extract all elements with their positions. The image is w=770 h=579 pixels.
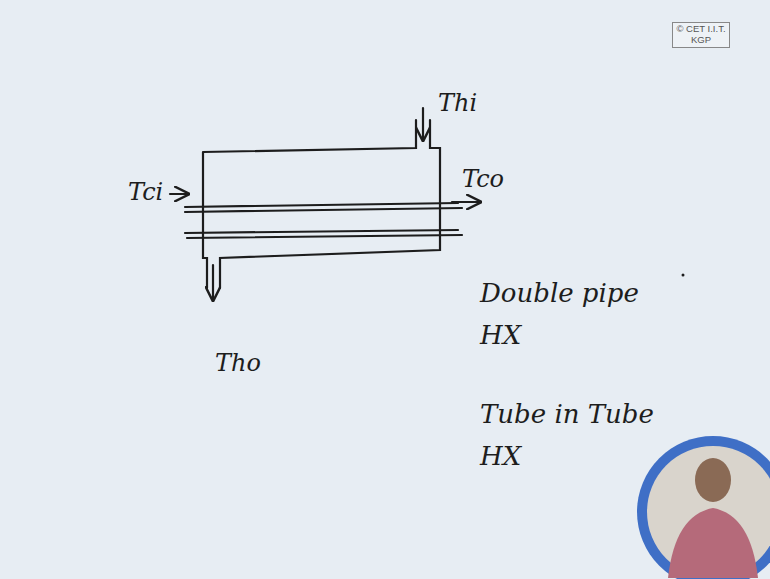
- presenter-body: [668, 508, 758, 578]
- stream-label: Tho: [215, 350, 261, 376]
- handwritten-note: Tube in Tube HX: [480, 393, 660, 477]
- inner-tube-top: [185, 203, 462, 212]
- hot-inlet-arrow: [422, 108, 424, 140]
- stream-label: Thi: [438, 90, 477, 116]
- presenter-inset: [637, 436, 770, 579]
- handwritten-note: Double pipe HX: [480, 272, 660, 356]
- inner-tube-bottom: [185, 230, 462, 238]
- stream-label: Tco: [462, 166, 504, 192]
- hot-outlet-arrow: [212, 265, 214, 300]
- presenter-inset-inner: [647, 446, 770, 578]
- cold-outlet-arrow: [452, 201, 480, 203]
- watermark: © CET I.I.T. KGP: [672, 22, 730, 48]
- dot: [682, 274, 685, 277]
- stream-label: Tci: [128, 179, 163, 205]
- cold-inlet-arrow: [170, 193, 188, 195]
- presenter-figure: [695, 458, 731, 502]
